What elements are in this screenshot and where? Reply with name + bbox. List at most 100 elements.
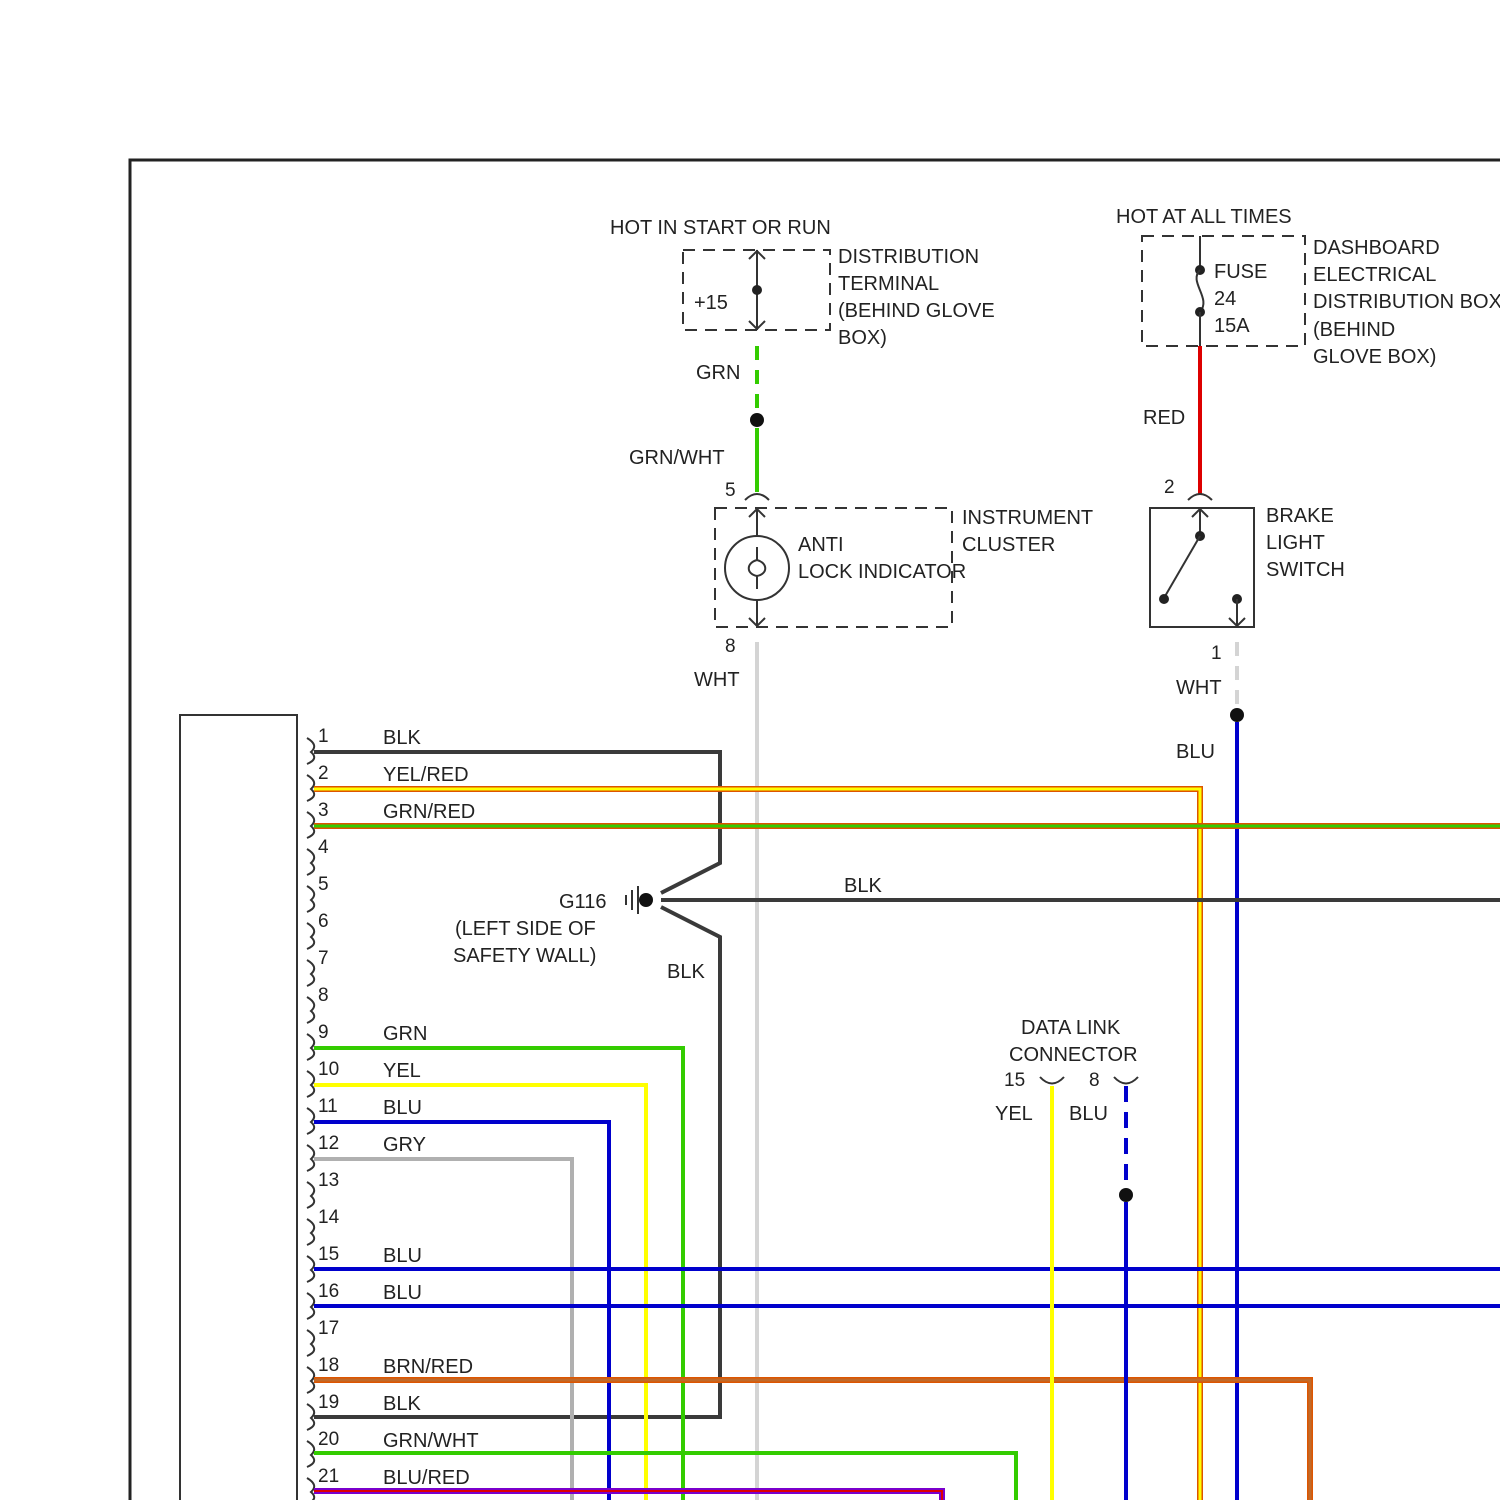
fuse-box-name-3: DISTRIBUTION BOX [1313,291,1500,313]
pin-terminal-icon [307,1182,314,1208]
pin-terminal-icon [307,1145,314,1171]
wire-label-blk-ground-lower: BLK [667,961,705,983]
terminal-plus15-label: +15 [694,292,728,314]
wire-label-blk-ground: BLK [844,875,882,897]
hot-at-all-times-label: HOT AT ALL TIMES [1116,206,1292,228]
module-pin-8: 8 [307,985,329,1023]
module-pin-number: 8 [318,985,329,1006]
pin-terminal-icon [307,1293,314,1319]
brake-switch-name-1: BRAKE [1266,505,1334,527]
pin-terminal-icon [307,812,314,838]
distribution-terminal: HOT IN START OR RUN +15 DISTRIBUTION TER… [610,217,995,349]
module-pin-wire-label: GRY [383,1134,426,1156]
anti-lock-indicator-line-2: LOCK INDICATOR [798,561,966,583]
module-pin-wire-label: BLU [383,1097,422,1119]
wire-blu-red-pin21 [314,1491,942,1500]
module-pin-number: 13 [318,1170,339,1191]
pin-terminal-icon [307,886,314,912]
pin-terminal-icon [307,1219,314,1245]
wire-grn-pin9 [314,1048,683,1500]
dlc-pin-8: 8 [1089,1070,1100,1091]
wire-label-yel-dlc: YEL [995,1103,1033,1125]
pin-terminal-icon [307,849,314,875]
module-pin-wire-label: BLK [383,727,421,749]
pin-terminal-icon [307,1478,314,1500]
instrument-cluster: 5 ANTI LOCK INDICATOR INSTRUMENT CLUSTER… [715,480,1093,657]
fuse-rating: 15A [1214,315,1250,337]
module-pin-wire-label: GRN [383,1023,427,1045]
wire-label-blu-dlc: BLU [1069,1103,1108,1125]
dlc-name-1: DATA LINK [1021,1017,1121,1039]
module-pin-number: 20 [318,1429,339,1450]
fuse-label: FUSE [1214,261,1267,283]
pin-terminal-icon [307,738,314,764]
module-pin-14: 14 [307,1207,340,1245]
module-pin-number: 11 [318,1096,338,1117]
module-pin-number: 6 [318,911,329,932]
module-pin-7: 7 [307,948,329,986]
anti-lock-indicator-line-1: ANTI [798,534,844,556]
data-link-connector: DATA LINK CONNECTOR 15 8 [1004,1017,1138,1091]
wire-label-wht-cluster: WHT [694,669,740,691]
cluster-pin-8: 8 [725,636,736,657]
cluster-pin-5: 5 [725,480,736,501]
module-pin-wire-label: GRN/RED [383,801,475,823]
module-pin-wire-label: BLU [383,1245,422,1267]
dlc-pin-15: 15 [1004,1070,1025,1091]
pin-terminal-icon [307,960,314,986]
brake-light-switch: 2 BRAKE LIGHT SWITCH 1 [1150,477,1345,664]
fuse-box-name-4: (BEHIND [1313,319,1395,341]
module-pin-number: 15 [318,1244,339,1265]
wire-label-grn: GRN [696,362,740,384]
module-pin-20: 20 GRN/WHT [307,1429,479,1467]
module-pin-number: 9 [318,1022,329,1043]
module-pin-number: 18 [318,1355,339,1376]
module-pin-21: 21BLU/RED [307,1466,470,1500]
instrument-cluster-name-1: INSTRUMENT [962,507,1093,529]
module-pin-6: 6 [307,911,329,949]
module-pin-15: 15 BLU [307,1244,422,1282]
pin-terminal-icon [307,1108,314,1134]
module-pin-number: 2 [318,763,329,784]
pin-terminal-icon [307,923,314,949]
distribution-terminal-name-3: (BEHIND GLOVE [838,300,995,322]
pin-terminal-icon [307,1441,314,1467]
brake-switch-name-2: LIGHT [1266,532,1325,554]
pin-terminal-icon [307,1256,314,1282]
module-pin-wire-label: GRN/WHT [383,1430,479,1452]
module-pin-number: 19 [318,1392,339,1413]
module-pin-number: 14 [318,1207,340,1228]
switch-pin-2: 2 [1164,477,1175,498]
wire-label-blu-switch: BLU [1176,741,1215,763]
fuse-box: HOT AT ALL TIMES FUSE 24 15A DASHBOARD E… [1116,206,1500,368]
brake-switch-name-3: SWITCH [1266,559,1345,581]
wire-label-wht-switch: WHT [1176,677,1222,699]
module-pin-10: 10YEL [307,1059,421,1097]
lamp-icon [725,536,789,600]
fuse-box-name-1: DASHBOARD [1313,237,1440,259]
module-pin-number: 16 [318,1281,339,1302]
pin-terminal-icon [307,775,314,801]
fuse-box-name-2: ELECTRICAL [1313,264,1436,286]
brake-switch-box [1150,508,1254,627]
dlc-name-2: CONNECTOR [1009,1044,1138,1066]
module-pin-4: 4 [307,837,329,875]
distribution-terminal-name-1: DISTRIBUTION [838,246,979,268]
module-pin-5: 5 [307,874,329,912]
module-pin-13: 13 [307,1170,339,1208]
wire-label-red: RED [1143,407,1185,429]
ground-location-1: (LEFT SIDE OF [455,918,596,940]
module-pin-wire-label: BRN/RED [383,1356,473,1378]
module-pin-18: 18 BRN/RED [307,1355,473,1393]
module-pin-17: 17 [307,1318,339,1356]
module-pin-9: 9 GRN [307,1022,427,1060]
fuse-number: 24 [1214,288,1236,310]
wire-yel-pin10 [314,1085,646,1500]
ground-g116: G116 (LEFT SIDE OF SAFETY WALL) [453,886,653,967]
fuse-box-name-5: GLOVE BOX) [1313,346,1436,368]
